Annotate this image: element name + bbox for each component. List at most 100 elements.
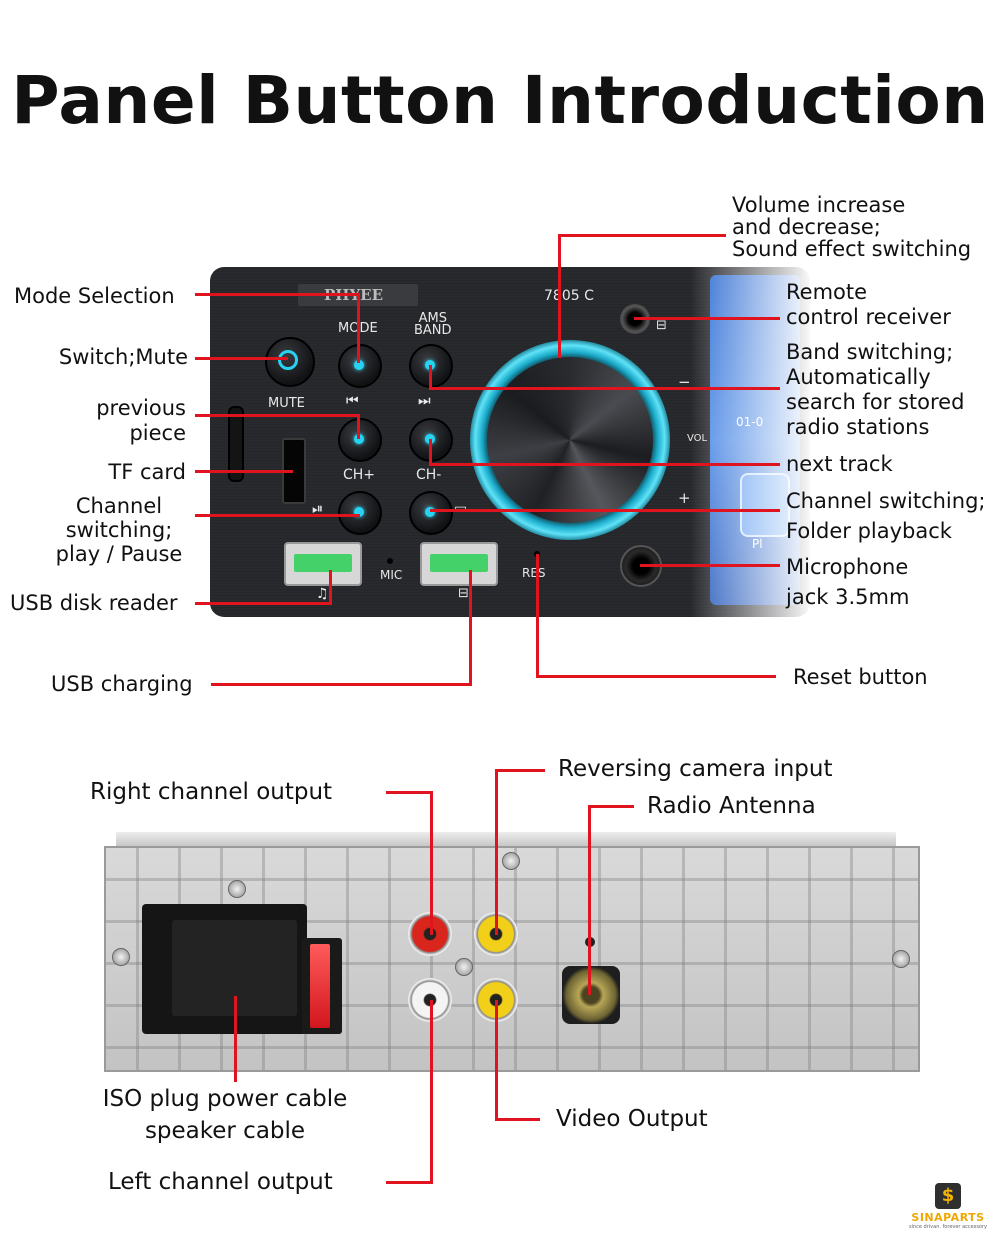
power-mute-button[interactable] bbox=[265, 337, 315, 387]
leader-usb-disk-v bbox=[329, 570, 332, 605]
mic-hole bbox=[387, 558, 393, 564]
vol-minus-label: − bbox=[678, 373, 691, 391]
music-note-icon: ♫ bbox=[316, 586, 329, 602]
sinaparts-logo: $ SINAPARTS since drivan. forever access… bbox=[905, 1183, 991, 1233]
leader-remote bbox=[634, 317, 780, 320]
leader-next-v bbox=[429, 439, 432, 465]
leader-next-h bbox=[429, 463, 780, 466]
leader-band-h bbox=[429, 387, 780, 390]
label-volume: Volume increase and decrease; Sound effe… bbox=[732, 194, 971, 260]
fuse bbox=[310, 944, 330, 1028]
label-left-channel: Left channel output bbox=[108, 1169, 333, 1195]
leader-power bbox=[195, 357, 288, 360]
label-usb-charging: USB charging bbox=[51, 672, 193, 696]
label-remote: Remote control receiver bbox=[786, 280, 951, 330]
page-title: Panel Button Introduction bbox=[11, 62, 989, 139]
label-channel-line: Channel bbox=[75, 494, 163, 518]
battery-icon: ⊟ bbox=[458, 586, 469, 601]
play-indicator bbox=[354, 507, 364, 517]
label-video: Video Output bbox=[556, 1106, 708, 1132]
model-label: 7805 C bbox=[544, 288, 594, 304]
logo-name: SINAPARTS bbox=[911, 1211, 985, 1224]
label-volume-line: Volume increase bbox=[732, 193, 906, 217]
logo-badge-icon: $ bbox=[935, 1183, 961, 1209]
leader-reset-v bbox=[536, 554, 539, 678]
ch-minus-label: CH- bbox=[416, 467, 442, 483]
label-microphone: Microphone jack 3.5mm bbox=[786, 552, 909, 612]
leader-volume-v bbox=[558, 234, 561, 358]
previous-button[interactable] bbox=[338, 418, 382, 462]
leader-previous-v bbox=[357, 414, 360, 439]
leader-microphone bbox=[640, 564, 780, 567]
logo-tagline: since drivan. forever accessory bbox=[908, 1224, 987, 1230]
leader-volume-h bbox=[558, 234, 726, 237]
label-volume-line: Sound effect switching bbox=[732, 237, 972, 261]
leader-antenna-h bbox=[588, 805, 634, 808]
vol-label: VOL bbox=[687, 433, 708, 444]
label-previous: previous piece bbox=[20, 396, 186, 446]
label-band-line: search for stored bbox=[786, 390, 965, 414]
usb-music-port[interactable] bbox=[284, 542, 362, 586]
leader-mode-v bbox=[357, 293, 360, 363]
label-usb-disk: USB disk reader bbox=[10, 591, 178, 615]
label-previous-line: previous bbox=[96, 396, 186, 420]
leader-usb-charging-v bbox=[469, 570, 472, 686]
usb-charge-port[interactable] bbox=[420, 542, 498, 586]
leader-usb-charging-h bbox=[211, 683, 472, 686]
ams-label: AMS BAND bbox=[414, 311, 452, 338]
previous-indicator bbox=[354, 434, 364, 444]
label-volume-line: and decrease; bbox=[732, 215, 881, 239]
leader-reversing-h bbox=[495, 769, 545, 772]
band-label-line: BAND bbox=[414, 323, 452, 338]
label-mode-selection: Mode Selection bbox=[14, 284, 175, 308]
leader-channel-play bbox=[195, 514, 360, 517]
power-icon bbox=[278, 350, 298, 370]
radio-antenna-port[interactable] bbox=[562, 966, 620, 1024]
leader-previous-h bbox=[195, 414, 359, 417]
label-right-channel: Right channel output bbox=[90, 779, 333, 805]
leader-tf-card bbox=[195, 470, 293, 473]
label-iso-line: speaker cable bbox=[144, 1118, 306, 1144]
leader-mode-h bbox=[195, 293, 359, 296]
label-tf-card: TF card bbox=[108, 460, 186, 484]
label-reversing: Reversing camera input bbox=[558, 756, 833, 782]
label-iso: ISO plug power cable speaker cable bbox=[70, 1083, 380, 1147]
res-label: RES bbox=[522, 566, 546, 580]
mic-label: MIC bbox=[380, 568, 403, 582]
label-folder-line: Folder playback bbox=[786, 519, 952, 543]
mute-label: MUTE bbox=[268, 396, 305, 411]
leader-right-v bbox=[430, 791, 433, 935]
play-pause-icon: ⏯ bbox=[312, 501, 324, 517]
mode-indicator bbox=[354, 360, 364, 370]
leader-left-h bbox=[386, 1181, 433, 1184]
vol-plus-label: + bbox=[678, 489, 691, 507]
label-channel-line: switching; bbox=[65, 518, 173, 542]
screw-center bbox=[455, 958, 473, 976]
ams-label-line: AMS bbox=[418, 311, 447, 326]
label-channel-play: Channel switching; play / Pause bbox=[30, 494, 208, 566]
label-channel-line: play / Pause bbox=[55, 542, 183, 566]
ch-plus-label: CH+ bbox=[343, 467, 376, 483]
leader-video-v bbox=[495, 1000, 498, 1120]
label-folder-line: Channel switching; bbox=[786, 489, 986, 513]
volume-knob[interactable] bbox=[487, 357, 653, 523]
folder-indicator bbox=[425, 507, 435, 517]
leader-reset-h bbox=[536, 675, 776, 678]
label-band-line: radio stations bbox=[786, 415, 930, 439]
remote-icon: ⊟ bbox=[656, 318, 667, 333]
screw-top bbox=[502, 852, 520, 870]
label-switch-mute: Switch;Mute bbox=[58, 345, 188, 369]
label-remote-line: control receiver bbox=[786, 305, 951, 329]
label-previous-line: piece bbox=[129, 421, 186, 445]
leader-right-h bbox=[386, 791, 433, 794]
label-remote-line: Remote bbox=[786, 280, 868, 304]
label-next-track: next track bbox=[786, 452, 893, 476]
leader-antenna-v bbox=[588, 805, 591, 995]
folder-button[interactable] bbox=[409, 491, 453, 535]
label-mic-line: Microphone bbox=[786, 555, 909, 579]
leader-reversing-v bbox=[495, 769, 498, 935]
label-mic-line: jack 3.5mm bbox=[786, 585, 910, 609]
screw-right bbox=[892, 950, 910, 968]
panel-slot bbox=[228, 406, 244, 482]
label-reset: Reset button bbox=[793, 665, 928, 689]
